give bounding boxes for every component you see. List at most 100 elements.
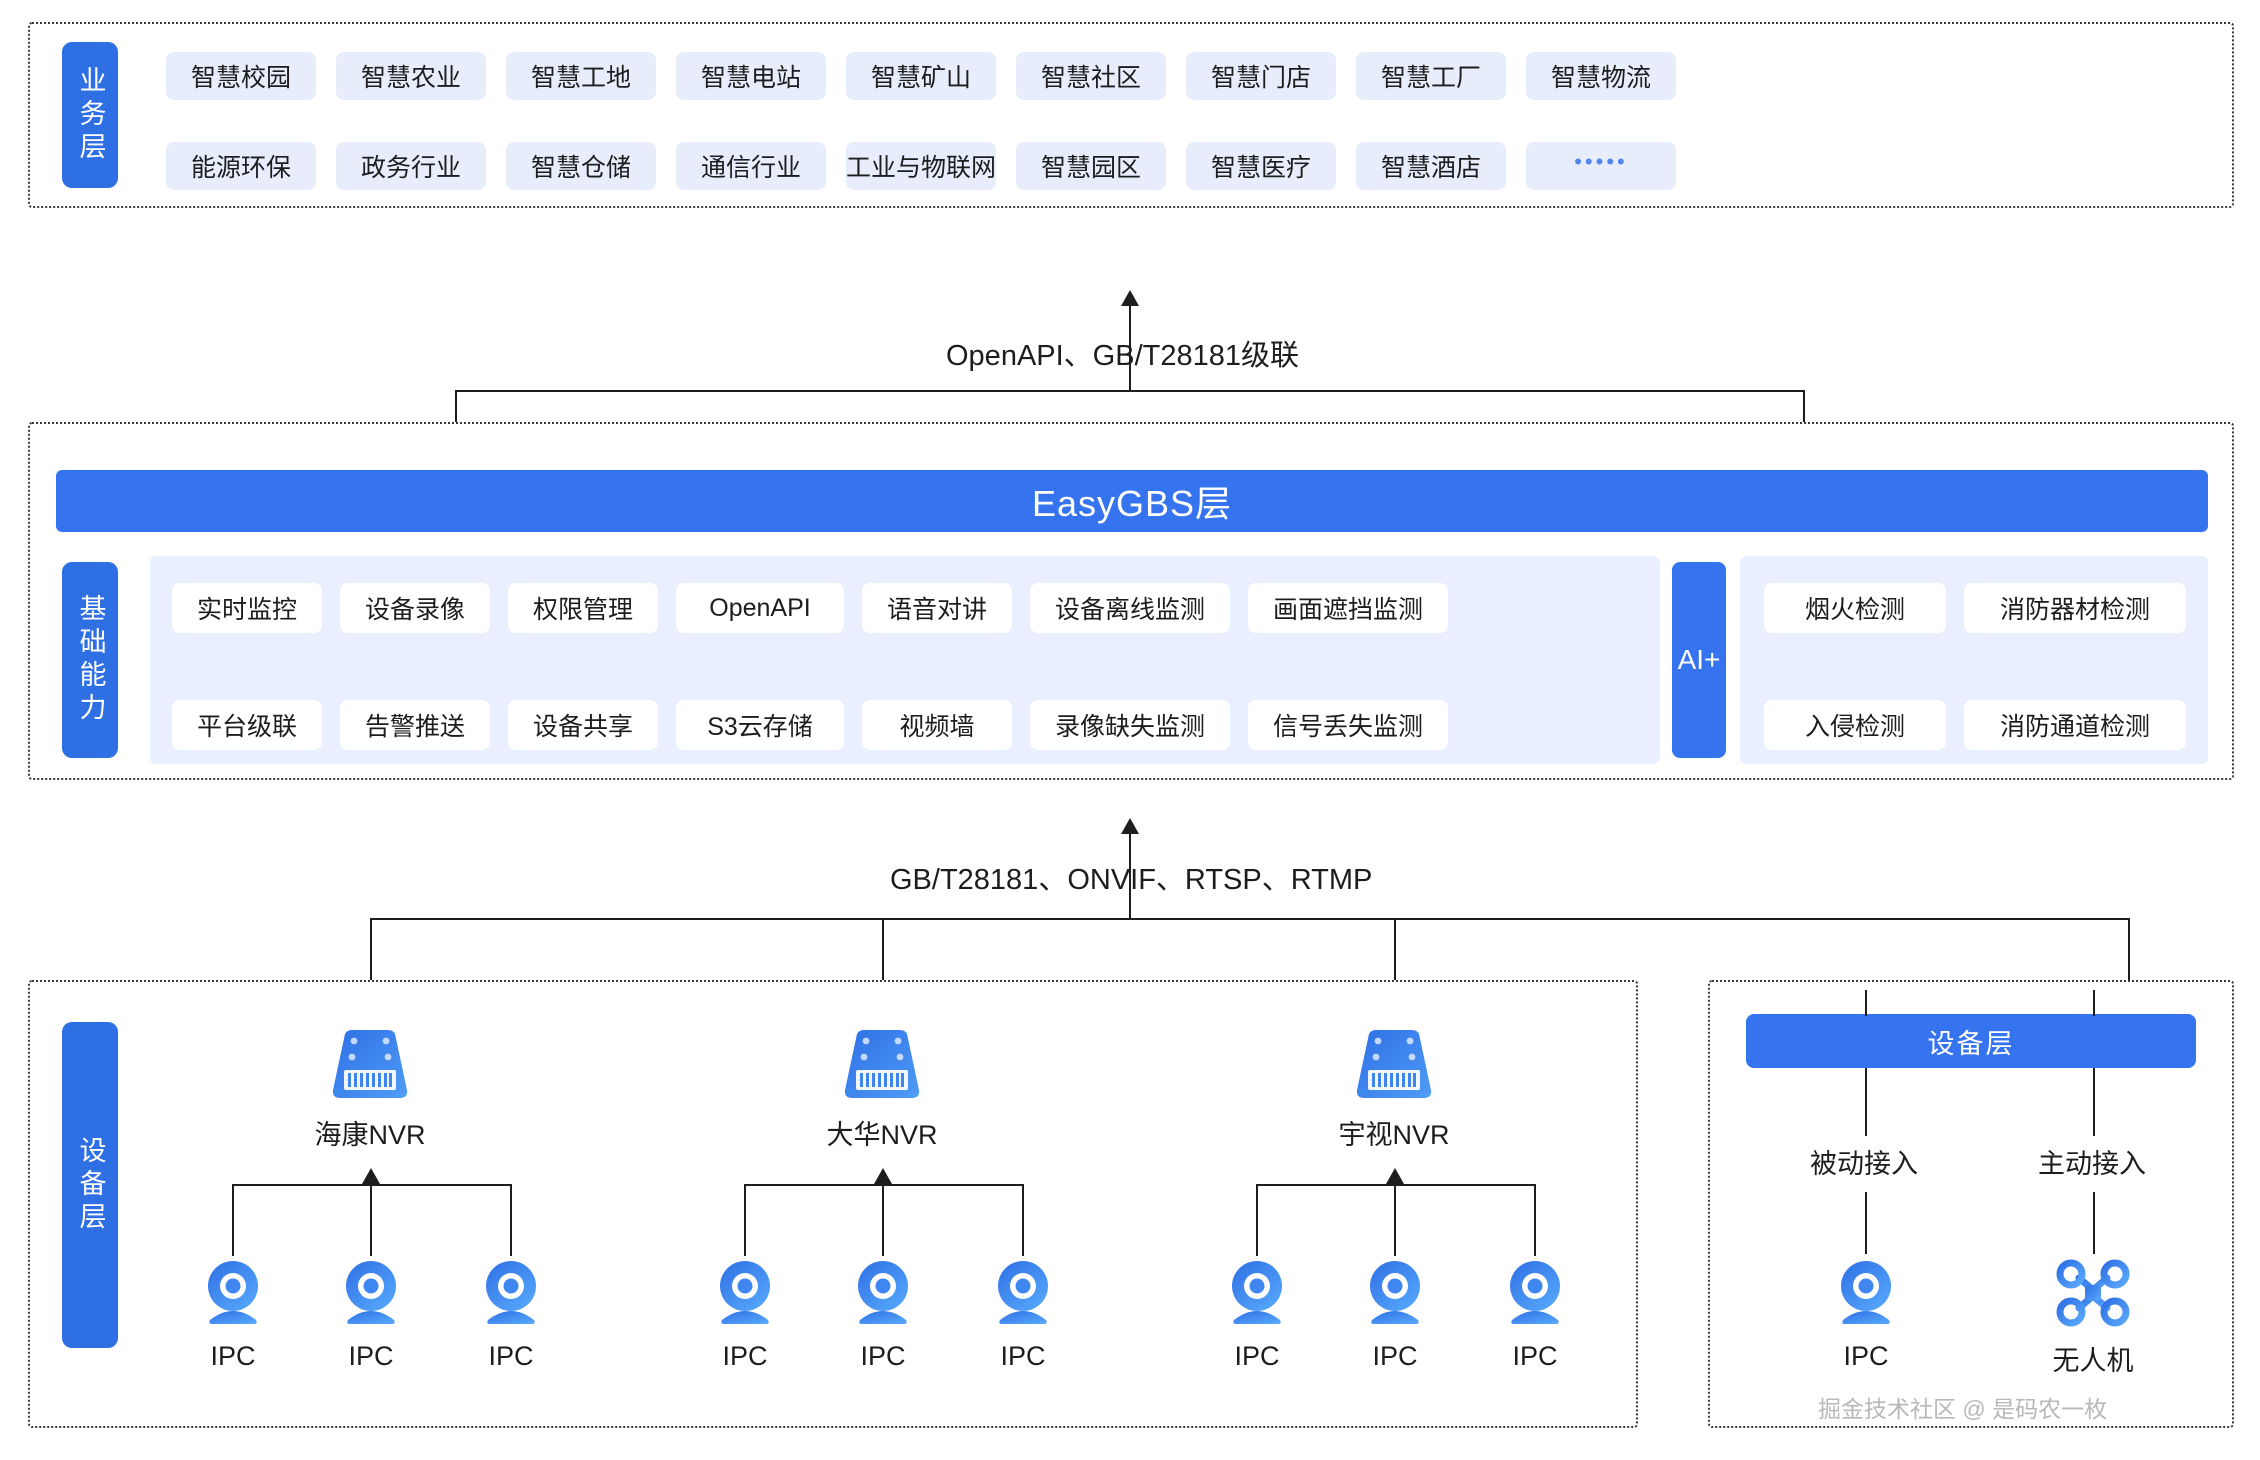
business-chip[interactable]: 政务行业 xyxy=(336,142,486,190)
hik-fanout-right xyxy=(510,1184,512,1256)
ipc-node[interactable]: IPC xyxy=(1358,1258,1432,1372)
capability-chip[interactable]: 录像缺失监测 xyxy=(1030,700,1230,750)
connector-bottom-label: GB/T28181、ONVIF、RTSP、RTMP xyxy=(890,864,1373,896)
business-chip[interactable]: 智慧矿山 xyxy=(846,52,996,100)
nvr-icon xyxy=(839,1028,925,1107)
ipc-label: IPC xyxy=(1372,1341,1418,1371)
chip-label: 设备共享 xyxy=(532,713,633,741)
dahua-uplink-arrow-icon xyxy=(874,1168,892,1184)
business-chip[interactable]: 工业与物联网 xyxy=(846,142,996,190)
nvr-label: 海康NVR xyxy=(314,1120,426,1150)
chip-label: 智慧农业 xyxy=(360,64,461,92)
ipc-label: IPC xyxy=(348,1341,394,1371)
chip-label: 语音对讲 xyxy=(886,596,987,624)
chip-label: 平台级联 xyxy=(196,713,297,741)
device-layer-side-label-text: 设备层 xyxy=(75,1135,106,1235)
ipc-node[interactable]: IPC xyxy=(986,1258,1060,1372)
business-row-1: 智慧校园 智慧农业 智慧工地 智慧电站 智慧矿山 智慧社区 智慧门店 智慧工厂 … xyxy=(166,52,1676,100)
ipc-node[interactable]: IPC xyxy=(708,1258,782,1372)
chip-label: 智慧矿山 xyxy=(870,64,971,92)
business-chip[interactable]: 智慧酒店 xyxy=(1356,142,1506,190)
capability-chip[interactable]: 告警推送 xyxy=(340,700,490,750)
chip-label: 消防器材检测 xyxy=(1999,596,2150,624)
capability-chip[interactable]: S3云存储 xyxy=(676,700,844,750)
ipc-node[interactable]: IPC xyxy=(334,1258,408,1372)
chip-label: 告警推送 xyxy=(364,713,465,741)
business-chip[interactable]: 智慧校园 xyxy=(166,52,316,100)
ipc-node[interactable]: IPC xyxy=(474,1258,548,1372)
ipc-node[interactable]: IPC xyxy=(1220,1258,1294,1372)
device-layer-right-title-text: 设备层 xyxy=(1927,1028,2015,1059)
ipc-label: IPC xyxy=(1843,1341,1889,1371)
business-chip[interactable]: 智慧社区 xyxy=(1016,52,1166,100)
drone-icon xyxy=(2055,1258,2131,1333)
platform-capability-side-label-text: 基础能力 xyxy=(75,594,106,726)
ipc-node-passive[interactable]: IPC xyxy=(1829,1258,1903,1372)
nvr-label: 宇视NVR xyxy=(1338,1120,1450,1150)
capability-chip[interactable]: 视频墙 xyxy=(862,700,1012,750)
capability-chip[interactable]: 设备离线监测 xyxy=(1030,583,1230,633)
nvr-node-hikvision[interactable]: 海康NVR xyxy=(315,1028,426,1152)
business-chip-ellipsis[interactable]: ••••• xyxy=(1526,142,1676,190)
uniview-fanout-right xyxy=(1534,1184,1536,1256)
capability-chip[interactable]: 设备共享 xyxy=(508,700,658,750)
ipc-camera-icon xyxy=(334,1258,408,1335)
right-passive-stem-mid xyxy=(1865,1068,1867,1136)
business-chip[interactable]: 智慧物流 xyxy=(1526,52,1676,100)
dahua-fanout-mid xyxy=(882,1184,884,1256)
capability-row-1: 实时监控 设备录像 权限管理 OpenAPI 语音对讲 设备离线监测 画面遮挡监… xyxy=(172,583,1448,633)
chip-label: 能源环保 xyxy=(190,154,291,182)
ipc-camera-icon xyxy=(986,1258,1060,1335)
chip-label: 智慧园区 xyxy=(1040,154,1141,182)
ipc-label: IPC xyxy=(1512,1341,1558,1371)
right-passive-stem-top xyxy=(1865,990,1867,1016)
capability-chip[interactable]: 实时监控 xyxy=(172,583,322,633)
business-chip[interactable]: 智慧工厂 xyxy=(1356,52,1506,100)
capability-chip[interactable]: 平台级联 xyxy=(172,700,322,750)
chip-label: 智慧物流 xyxy=(1550,64,1651,92)
ai-chip[interactable]: 消防器材检测 xyxy=(1964,583,2186,633)
business-chip[interactable]: 通信行业 xyxy=(676,142,826,190)
dahua-fanout-right xyxy=(1022,1184,1024,1256)
chip-label: 信号丢失监测 xyxy=(1272,713,1423,741)
ipc-camera-icon xyxy=(1358,1258,1432,1335)
business-chip[interactable]: 智慧仓储 xyxy=(506,142,656,190)
capability-chip[interactable]: 画面遮挡监测 xyxy=(1248,583,1448,633)
business-layer-side-label: 业务层 xyxy=(62,42,118,188)
connector-top-label: OpenAPI、GB/T28181级联 xyxy=(946,340,1299,372)
drone-node-active[interactable]: 无人机 xyxy=(2053,1258,2134,1378)
business-chip[interactable]: 智慧门店 xyxy=(1186,52,1336,100)
capability-chip[interactable]: 信号丢失监测 xyxy=(1248,700,1448,750)
business-chip[interactable]: 智慧医疗 xyxy=(1186,142,1336,190)
business-chip[interactable]: 智慧农业 xyxy=(336,52,486,100)
ai-chip[interactable]: 烟火检测 xyxy=(1764,583,1946,633)
right-active-stem-bottom xyxy=(2093,1192,2095,1254)
nvr-icon xyxy=(1351,1028,1437,1107)
ipc-label: IPC xyxy=(488,1341,534,1371)
ipc-node[interactable]: IPC xyxy=(1498,1258,1572,1372)
bus-drop-uniview xyxy=(1394,918,1396,1028)
nvr-node-uniview[interactable]: 宇视NVR xyxy=(1339,1028,1450,1152)
ipc-camera-icon xyxy=(1220,1258,1294,1335)
ai-chip[interactable]: 入侵检测 xyxy=(1764,700,1946,750)
capability-chip[interactable]: 设备录像 xyxy=(340,583,490,633)
business-chip[interactable]: 智慧电站 xyxy=(676,52,826,100)
capability-chip[interactable]: 语音对讲 xyxy=(862,583,1012,633)
chip-label: 政务行业 xyxy=(360,154,461,182)
connector-bottom-arrow-icon xyxy=(1121,818,1139,834)
business-chip[interactable]: 能源环保 xyxy=(166,142,316,190)
ai-chip[interactable]: 消防通道检测 xyxy=(1964,700,2186,750)
ipc-label: IPC xyxy=(1234,1341,1280,1371)
capability-chip[interactable]: 权限管理 xyxy=(508,583,658,633)
ipc-camera-icon xyxy=(196,1258,270,1335)
capability-chip[interactable]: OpenAPI xyxy=(676,583,844,633)
chip-label: 智慧电站 xyxy=(700,64,801,92)
ipc-node[interactable]: IPC xyxy=(196,1258,270,1372)
business-chip[interactable]: 智慧园区 xyxy=(1016,142,1166,190)
business-layer-side-label-text: 业务层 xyxy=(75,65,106,165)
ipc-node[interactable]: IPC xyxy=(846,1258,920,1372)
nvr-node-dahua[interactable]: 大华NVR xyxy=(827,1028,938,1152)
watermark: 掘金技术社区 @ 是码农一枚 xyxy=(1818,1396,2108,1422)
business-chip[interactable]: 智慧工地 xyxy=(506,52,656,100)
